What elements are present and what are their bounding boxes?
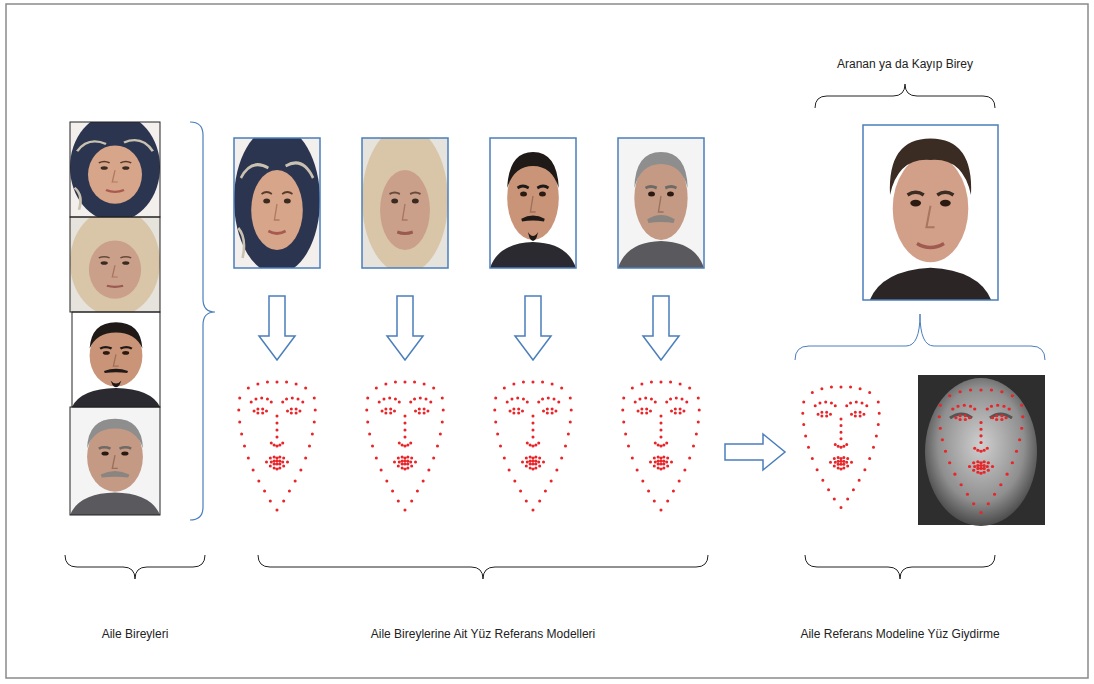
right-arrow	[725, 434, 785, 470]
photo	[618, 138, 704, 268]
photo-border	[70, 217, 160, 312]
photo-border	[72, 312, 160, 407]
face-crop-row	[234, 126, 704, 274]
down-arrows	[259, 296, 785, 470]
photo	[234, 126, 320, 274]
photo	[72, 312, 160, 407]
landmark-model	[803, 387, 879, 508]
landmark-model	[495, 382, 571, 510]
photo-border	[362, 138, 448, 268]
landmark-model	[939, 390, 1023, 513]
photo	[362, 126, 448, 274]
target-photo	[863, 125, 998, 300]
down-arrow	[643, 296, 679, 360]
photo-border	[490, 138, 576, 268]
caption-label: Aranan ya da Kayıp Birey	[835, 56, 975, 72]
face-ground	[918, 375, 1045, 525]
photo	[70, 113, 160, 221]
landmark-model	[239, 382, 315, 510]
landmark-models	[239, 382, 879, 510]
photo	[863, 125, 998, 300]
photo-border	[863, 125, 998, 300]
frame	[6, 4, 1088, 678]
caption-label: Aile Bireyleri	[100, 626, 171, 642]
down-arrow	[387, 296, 423, 360]
photo-border	[70, 122, 160, 217]
brace	[258, 555, 708, 579]
brace	[65, 555, 205, 579]
landmark-model	[623, 382, 699, 510]
brace	[190, 122, 215, 520]
landmark-model	[367, 382, 443, 510]
photo	[70, 407, 160, 515]
brace	[815, 84, 995, 108]
brace	[795, 314, 1045, 360]
braces	[65, 84, 1045, 579]
brace	[805, 555, 995, 579]
photo-border	[234, 138, 320, 268]
down-arrow	[259, 296, 295, 360]
family-photo-column	[70, 113, 160, 515]
photo-border	[70, 407, 160, 515]
grey-face	[925, 378, 1037, 526]
photo	[490, 138, 576, 268]
down-arrow	[515, 296, 551, 360]
photo-border	[618, 138, 704, 268]
fitted-face	[918, 375, 1045, 526]
photo	[70, 208, 160, 316]
caption-label: Aile Referans Modeline Yüz Giydirme	[798, 626, 1001, 642]
caption-label: Aile Bireylerine Ait Yüz Referans Modell…	[369, 626, 598, 642]
